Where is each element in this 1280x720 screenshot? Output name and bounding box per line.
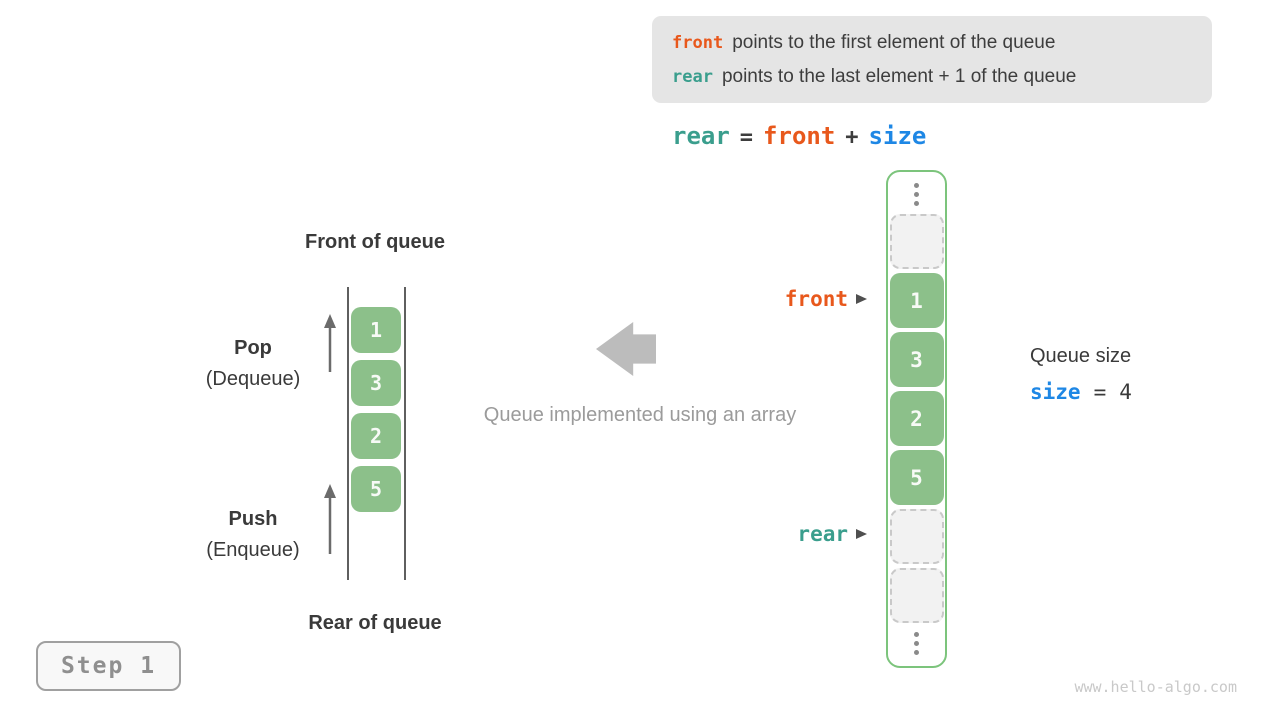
array-cells: 1 3 2 5 (889, 214, 944, 623)
legend-line-rear: rear points to the last element + 1 of th… (672, 62, 1192, 92)
queue-size-heading: Queue size (1030, 345, 1132, 367)
front-pointer-label: front (784, 287, 848, 311)
legend-box: front points to the first element of the … (652, 16, 1212, 103)
queue-element: 5 (351, 466, 401, 512)
rear-pointer-label: rear (797, 522, 848, 546)
left-queue-stack: 1 3 2 5 (351, 307, 401, 512)
push-up-arrow-icon (324, 484, 336, 554)
formula-size: size (868, 122, 927, 150)
array-cell-value: 1 (889, 273, 944, 328)
front-var-description: points to the first element of the queue (732, 31, 1056, 53)
rear-var-code: rear (672, 66, 713, 87)
size-value: 4 (1119, 380, 1132, 404)
dequeue-label: (Dequeue) (205, 368, 301, 390)
pointer-arrow-icon (856, 529, 867, 539)
array-cell-value: 2 (889, 391, 944, 446)
legend-line-front: front points to the first element of the … (672, 28, 1192, 58)
queue-element: 3 (351, 360, 401, 406)
formula-plus: + (845, 125, 859, 150)
queue-element: 1 (351, 307, 401, 353)
array-cell-value: 3 (889, 332, 944, 387)
array-cell-empty (889, 214, 944, 269)
formula-equals: = (739, 125, 754, 150)
queue-channel-left-line (347, 287, 349, 580)
pop-label: Pop (234, 337, 272, 359)
pop-label-group: Pop (Dequeue) (143, 335, 363, 397)
enqueue-label: (Enqueue) (206, 539, 300, 561)
step-badge: Step 1 (36, 641, 181, 691)
push-label: Push (228, 508, 278, 530)
pop-up-arrow-icon (324, 314, 336, 372)
size-var-code: size (1030, 380, 1081, 404)
queue-element: 2 (351, 413, 401, 459)
array-implementation-caption: Queue implemented using an array (483, 404, 797, 426)
array-cell-empty (889, 509, 944, 564)
formula-rear: rear (672, 122, 730, 150)
formula-front: front (763, 122, 836, 150)
left-block-arrow-icon (596, 322, 656, 376)
size-equals: = (1093, 380, 1107, 404)
rear-var-description: points to the last element + 1 of the qu… (721, 65, 1077, 87)
vertical-ellipsis-icon (888, 183, 945, 206)
step-badge-label: Step 1 (60, 653, 157, 679)
vertical-ellipsis-icon (888, 632, 945, 655)
array-cell-value: 5 (889, 450, 944, 505)
front-var-code: front (672, 32, 724, 53)
rear-of-queue-label: Rear of queue (308, 612, 442, 634)
queue-channel-right-line (404, 287, 406, 580)
front-of-queue-label: Front of queue (305, 231, 445, 253)
watermark: www.hello-algo.com (1074, 678, 1237, 696)
push-label-group: Push (Enqueue) (143, 506, 363, 568)
array-container: 1 3 2 5 (886, 170, 947, 668)
queue-size-equation: size = 4 (1030, 380, 1132, 404)
rear-pointer: rear (797, 521, 867, 547)
array-cell-empty (889, 568, 944, 623)
front-pointer: front (785, 286, 867, 312)
formula: rear = front + size (672, 122, 926, 151)
pointer-arrow-icon (856, 294, 867, 304)
